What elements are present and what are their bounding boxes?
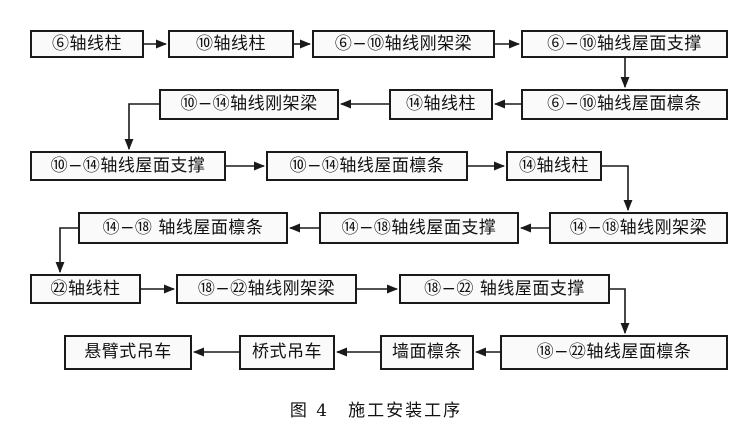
step-6: ⑭轴线柱 xyxy=(389,89,493,120)
step-4: ⑥−⑩轴线屋面支撑 xyxy=(521,30,728,58)
step-15: ⑱−㉒轴线刚架梁 xyxy=(176,274,357,304)
step-2: ⑩轴线柱 xyxy=(168,30,294,58)
step-10: ⑭轴线柱 xyxy=(506,151,602,181)
step-3: ⑥−⑩轴线刚架梁 xyxy=(312,30,495,58)
flow-arrow-7 xyxy=(124,103,159,151)
step-18: 墙面檩条 xyxy=(380,335,474,370)
flow-arrow-16 xyxy=(610,288,630,335)
step-7: ⑩−⑭轴线刚架梁 xyxy=(159,89,339,120)
step-5: ⑥−⑩轴线屋面檩条 xyxy=(521,89,728,120)
flow-arrow-10 xyxy=(602,165,633,212)
step-9: ⑩−⑭轴线屋面檩条 xyxy=(266,151,468,181)
step-16: ⑱−㉒ 轴线屋面支撑 xyxy=(399,274,610,304)
figure-caption: 图 4 施工安装工序 xyxy=(289,401,463,421)
step-12: ⑭−⑱轴线屋面支撑 xyxy=(319,212,519,244)
step-14: ㉒轴线柱 xyxy=(30,274,141,304)
step-19: 桥式吊车 xyxy=(239,335,335,370)
step-13: ⑭−⑱ 轴线屋面檩条 xyxy=(78,212,288,244)
step-20: 悬臂式吊车 xyxy=(64,335,192,370)
step-17: ⑱−㉒轴线屋面檩条 xyxy=(500,335,728,370)
step-8: ⑩−⑭轴线屋面支撑 xyxy=(30,151,226,181)
flow-arrow-13 xyxy=(55,227,78,274)
step-1: ⑥轴线柱 xyxy=(30,30,144,58)
step-11: ⑭−⑱轴线刚架梁 xyxy=(549,212,728,244)
